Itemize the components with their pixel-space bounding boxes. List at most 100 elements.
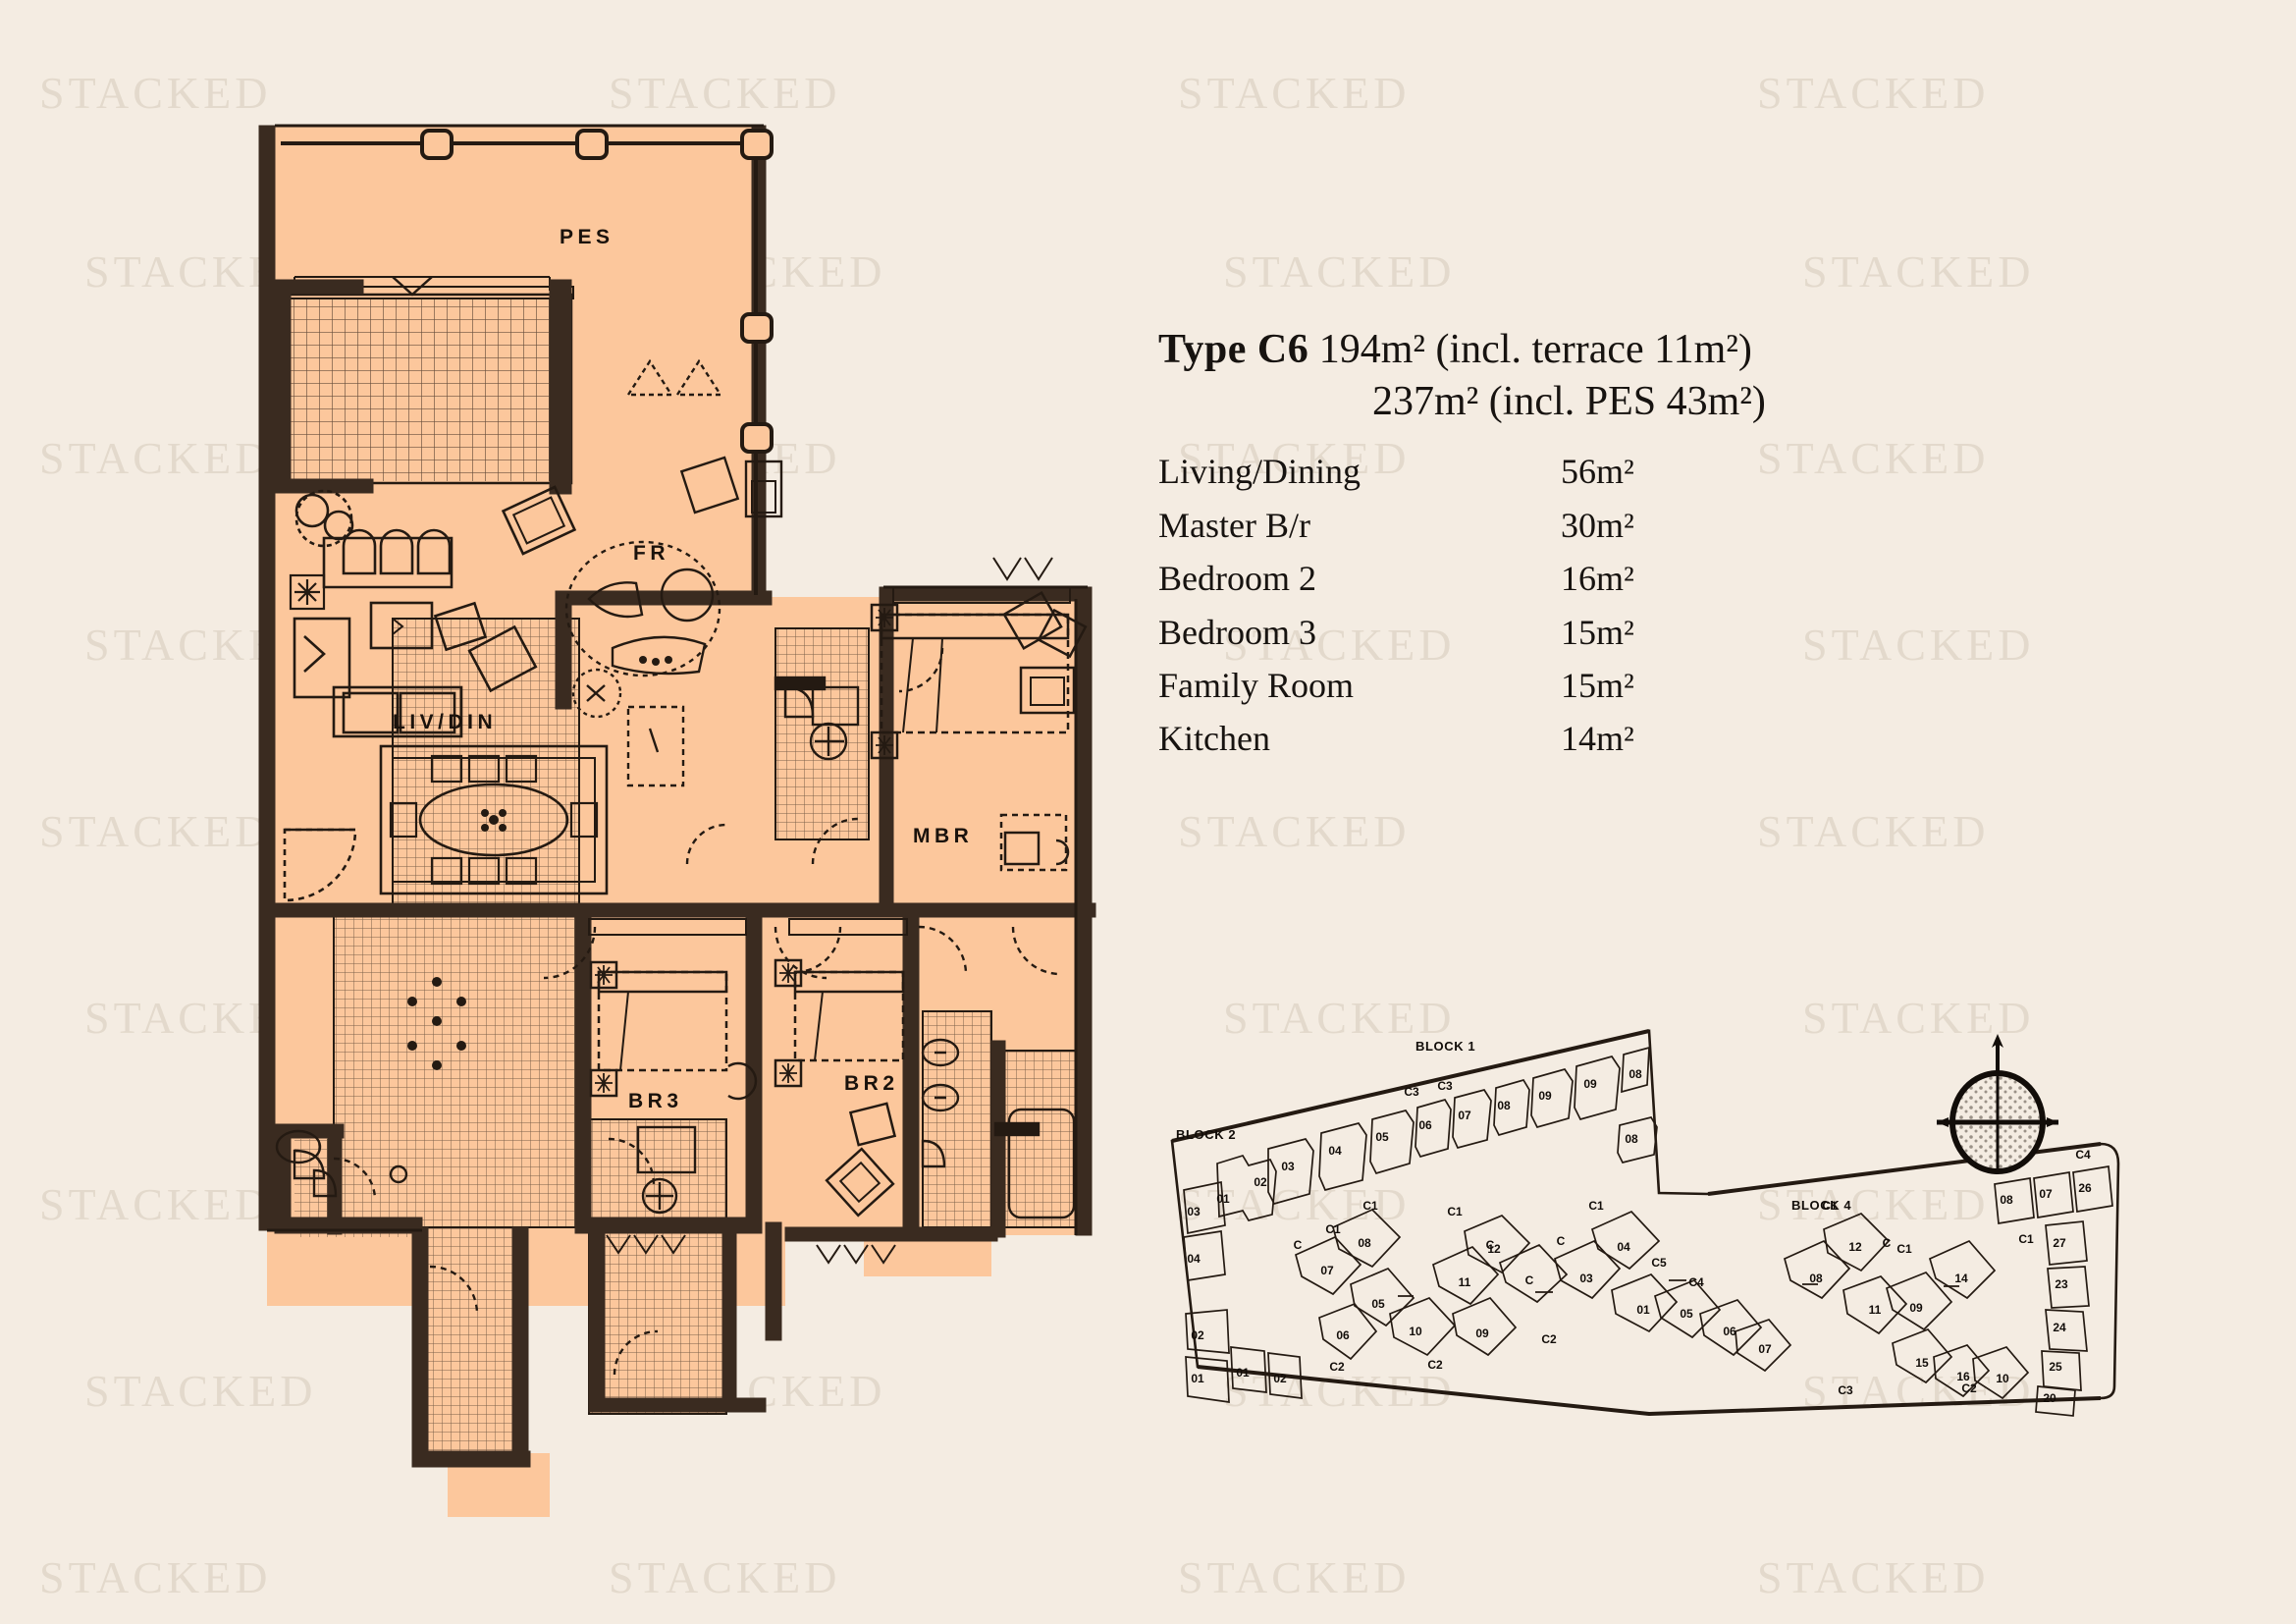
site-unit-type-marker: C1 <box>1447 1205 1463 1218</box>
site-unit-type-marker: C1 <box>1325 1222 1341 1236</box>
br2-furniture <box>774 918 908 1218</box>
site-unit-number: 02 <box>1254 1175 1267 1189</box>
site-unit-type-marker: C4 <box>1688 1275 1704 1289</box>
site-unit-number: 04 <box>1187 1252 1201 1266</box>
bathroom-floors <box>588 627 1091 1415</box>
mid-cluster-units <box>1294 1208 2030 1400</box>
site-unit-number: 07 <box>1758 1342 1772 1356</box>
site-unit-number: 23 <box>2055 1277 2068 1291</box>
site-unit-type-marker: C <box>1486 1238 1495 1252</box>
watermark-text: STACKED <box>1802 246 2035 297</box>
compass-rose-icon <box>1937 1034 2058 1174</box>
label-br2: BR2 <box>844 1072 899 1095</box>
site-unit-number: 03 <box>1187 1205 1201 1218</box>
site-unit-type-marker: C3 <box>1404 1085 1419 1099</box>
block2-units <box>1183 1180 1303 1403</box>
walls <box>258 125 1096 1468</box>
site-block-labels: BLOCK 1 BLOCK 2 BLOCK 4 <box>1176 1039 1851 1213</box>
site-block-4-label: BLOCK 4 <box>1791 1198 1851 1213</box>
site-unit-number: 24 <box>2053 1321 2066 1334</box>
site-unit-number: 06 <box>1418 1118 1432 1132</box>
room-area-value: 30m² <box>1561 505 1634 545</box>
room-area-row: Master B/r 30m² <box>1158 499 1766 552</box>
site-unit-number: 08 <box>2000 1193 2013 1207</box>
watermark-text: STACKED <box>1757 68 1990 118</box>
site-unit-number: 09 <box>1909 1301 1923 1315</box>
site-unit-type-marker: C1 <box>1896 1242 1912 1256</box>
site-unit-type-marker: C2 <box>1541 1332 1557 1346</box>
site-unit-number: 01 <box>1636 1303 1650 1317</box>
unit-area-line-1: 194m² (incl. terrace 11m²) <box>1318 327 1752 372</box>
site-unit-type-marker: C1 <box>1822 1199 1838 1213</box>
kitchen-floor <box>281 276 574 485</box>
site-unit-number: 12 <box>1487 1242 1501 1256</box>
site-unit-number: 11 <box>1869 1303 1882 1317</box>
site-unit-number: 16 <box>1956 1370 1970 1383</box>
unit-area-line-2: 237m² (incl. PES 43m²) <box>1372 378 1766 424</box>
site-unit-number: 09 <box>1475 1326 1489 1340</box>
site-unit-number: 10 <box>1996 1372 2009 1385</box>
site-unit-number: 01 <box>1191 1372 1204 1385</box>
site-unit-number: 08 <box>1358 1236 1371 1250</box>
watermark-text: STACKED <box>1757 1552 1990 1602</box>
site-unit-type-marker: C1 <box>1362 1199 1378 1213</box>
site-unit-number: 03 <box>1579 1272 1593 1285</box>
site-unit-number: 11 <box>1459 1275 1471 1289</box>
room-name: Bedroom 3 <box>1158 612 1316 652</box>
site-unit-number: 01 <box>1236 1366 1250 1380</box>
site-unit-number: 08 <box>1625 1132 1638 1146</box>
block4-right-units <box>1994 1165 2113 1417</box>
room-name: Master B/r <box>1158 505 1310 545</box>
room-name: Living/Dining <box>1158 452 1361 492</box>
site-unit-type-marker: C2 <box>1329 1360 1345 1374</box>
site-unit-type-marker: C5 <box>1651 1256 1667 1270</box>
unit-spec-panel: Type C6 194m² (incl. terrace 11m²) 237m²… <box>1158 326 1766 766</box>
mbr-bathroom-fixtures <box>774 676 860 761</box>
label-liv-din: LIV/DIN <box>393 711 497 733</box>
room-area-value: 16m² <box>1561 559 1634 599</box>
label-mbr: MBR <box>913 825 973 847</box>
site-unit-number: 15 <box>1915 1356 1929 1370</box>
site-unit-number: 03 <box>1281 1160 1295 1173</box>
site-unit-number: C <box>1525 1273 1534 1287</box>
site-unit-number: 08 <box>1629 1067 1642 1081</box>
site-unit-number: 09 <box>1583 1077 1597 1091</box>
room-labels: PES FR LIV/DIN MBR BR3 BR2 <box>393 226 973 1112</box>
site-unit-number: 02 <box>1191 1328 1204 1342</box>
shrub-hatching <box>606 557 1053 1265</box>
bathroom-fixtures <box>275 1038 1076 1219</box>
br3-furniture <box>588 918 758 1101</box>
site-unit-number: 06 <box>1723 1325 1736 1338</box>
site-unit-type-marker: C <box>1883 1236 1892 1250</box>
site-unit-number: 07 <box>1458 1109 1471 1122</box>
label-pes: PES <box>560 226 614 248</box>
site-unit-type-marker: C2 <box>1961 1381 1977 1395</box>
site-unit-number: 12 <box>1848 1240 1862 1254</box>
watermark-text: STACKED <box>609 1552 841 1602</box>
site-unit-number: 02 <box>1273 1372 1287 1385</box>
door-swings <box>333 647 1061 1376</box>
site-unit-number: 08 <box>1809 1272 1823 1285</box>
site-unit-number: 10 <box>1409 1325 1422 1338</box>
watermark-text: STACKED <box>1757 433 1990 483</box>
site-unit-number: 05 <box>1680 1307 1693 1321</box>
site-unit-number: 06 <box>1336 1328 1350 1342</box>
utility-floor <box>294 618 580 1451</box>
site-unit-number: 04 <box>1328 1144 1342 1158</box>
site-unit-number: 05 <box>1371 1297 1385 1311</box>
site-unit-type-marker: C2 <box>1427 1358 1443 1372</box>
site-unit-type-marker: C3 <box>1437 1079 1453 1093</box>
site-unit-number: 07 <box>2039 1187 2053 1201</box>
site-unit-type-marker: C1 <box>2018 1232 2034 1246</box>
site-unit-number: 20 <box>2043 1391 2056 1405</box>
site-unit-number: 14 <box>1954 1272 1968 1285</box>
site-plan-drawing: BLOCK 1 BLOCK 2 BLOCK 4 01 02 03 04 05 06 07 08… <box>1170 1029 2120 1417</box>
room-name: Family Room <box>1158 665 1355 705</box>
unit-type-label: Type C6 <box>1158 327 1309 372</box>
site-unit-number: 27 <box>2053 1236 2066 1250</box>
